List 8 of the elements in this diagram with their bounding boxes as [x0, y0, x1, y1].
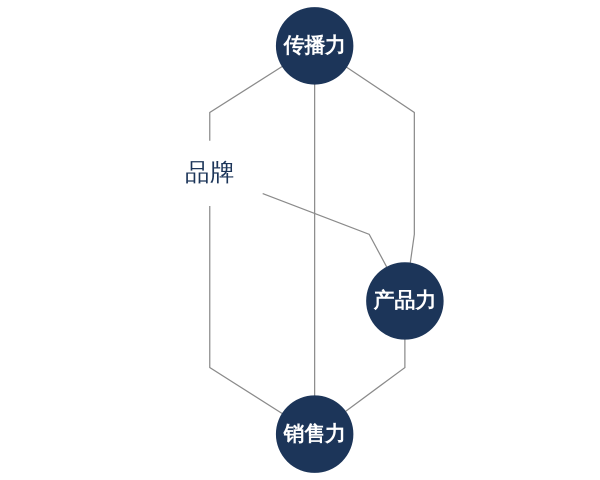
connector	[346, 66, 415, 264]
connector	[209, 66, 283, 141]
connector	[209, 206, 283, 414]
node-text: 品牌	[185, 158, 234, 188]
node-circle: 产品力	[366, 262, 444, 340]
connector	[314, 84, 316, 396]
connector	[345, 339, 406, 412]
connector	[262, 193, 388, 268]
